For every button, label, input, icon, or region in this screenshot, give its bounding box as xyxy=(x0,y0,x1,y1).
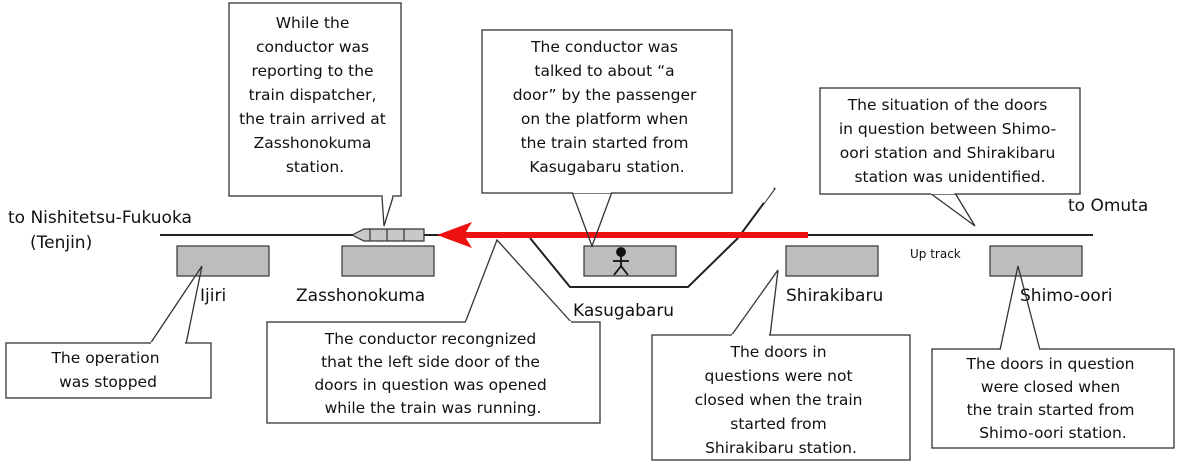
callout-text-line: that the left side door of the xyxy=(321,353,540,371)
callout-text-line: Shirakibaru station. xyxy=(705,439,857,457)
callout-talked-pointer xyxy=(571,191,613,248)
callout-text-line: Kasugabaru station. xyxy=(529,158,684,176)
svg-text:The doors in question we: The doors in question were closed when t… xyxy=(966,355,1140,442)
station-zasshonokuma: Zasshonokuma xyxy=(296,286,425,306)
station-kasugabaru: Kasugabaru xyxy=(573,301,674,321)
callout-text-line: in question between Shimo- xyxy=(839,120,1056,138)
callout-text-line: the train started from xyxy=(967,401,1135,419)
callout-text-line: doors in question was opened xyxy=(314,376,546,394)
callout-text-line: The doors in xyxy=(729,343,826,361)
svg-text:The conductor was talked: The conductor was talked to about “a doo… xyxy=(513,38,702,176)
platform-shirakibaru xyxy=(785,245,879,277)
svg-text:The doors in questions w: The doors in questions were not closed w… xyxy=(695,343,868,457)
station-shimo-oori: Shimo-oori xyxy=(1020,286,1113,306)
to-fukuoka-sub-label: (Tenjin) xyxy=(30,233,92,253)
callout-talked: The conductor was talked to about “a doo… xyxy=(481,29,733,248)
callout-stopped: The operation was stopped xyxy=(5,265,212,399)
callout-text-line: conductor was xyxy=(256,38,369,56)
callout-text-line: While the xyxy=(276,14,350,32)
callout-text-line: oori station and Shirakibaru xyxy=(840,144,1056,162)
callout-text-line: The situation of the doors xyxy=(847,96,1048,114)
callout-not-closed: The doors in questions were not closed w… xyxy=(651,269,911,461)
callout-not-closed-pointer xyxy=(730,269,779,337)
callout-text-line: were closed when xyxy=(981,378,1120,396)
up-track-label: Up track xyxy=(910,247,961,261)
callout-text-line: started from xyxy=(730,415,826,433)
platform-kasugabaru xyxy=(583,245,677,277)
route-arrow-head xyxy=(437,222,472,248)
station-shirakibaru: Shirakibaru xyxy=(786,286,883,306)
callout-recognized: The conductor recongnized that the left … xyxy=(266,238,601,424)
passenger-icon xyxy=(613,247,629,276)
callout-text-line: questions were not xyxy=(705,367,853,385)
callout-stopped-pointer xyxy=(149,265,203,345)
svg-text:The operation was stoppe: The operation was stopped xyxy=(50,349,164,391)
callout-text-line: on the platform when xyxy=(521,110,688,128)
to-omuta-label: to Omuta xyxy=(1068,196,1148,216)
callout-text-line: station. xyxy=(286,158,344,176)
callout-text-line: was stopped xyxy=(59,373,157,391)
callout-text-line: door” by the passenger xyxy=(513,86,697,104)
callout-text-line: while the train was running. xyxy=(325,399,542,417)
callout-text-line: talked to about “a xyxy=(534,62,674,80)
svg-text:The situation of the doors: The situation of the doors in question b… xyxy=(839,96,1061,186)
callout-text-line: The conductor was xyxy=(530,38,678,56)
platform-zasshonokuma xyxy=(341,245,435,277)
platform-shimo-oori xyxy=(989,245,1083,277)
train-icon xyxy=(350,228,425,242)
callout-situation-pointer xyxy=(929,192,976,227)
callout-text-line: train dispatcher, xyxy=(249,86,377,104)
callout-text-line: station was unidentified. xyxy=(854,168,1045,186)
callout-closed: The doors in question were closed when t… xyxy=(931,265,1175,449)
svg-text:The conductor recongnized: The conductor recongnized that the left … xyxy=(314,330,551,417)
callout-text-line: The doors in question xyxy=(966,355,1135,373)
branch-track-gap xyxy=(761,187,775,203)
callout-text-line: Zasshonokuma xyxy=(254,134,372,152)
callout-closed-pointer xyxy=(999,265,1041,351)
callout-reporting: While the conductor was reporting to the… xyxy=(228,2,402,227)
callout-text-line: closed when the train xyxy=(695,391,863,409)
platform-ijiri xyxy=(176,245,270,277)
callout-text-line: the train started from xyxy=(521,134,689,152)
callout-situation: The situation of the doors in question b… xyxy=(819,87,1081,227)
callout-text-line: reporting to the xyxy=(251,62,373,80)
to-fukuoka-label: to Nishitetsu-Fukuoka xyxy=(8,208,192,228)
station-ijiri: Ijiri xyxy=(200,286,226,306)
svg-text:While the conductor was: While the conductor was reporting to the… xyxy=(239,14,391,176)
callout-text-line: The operation xyxy=(50,349,159,367)
callout-text-line: The conductor recongnized xyxy=(324,330,537,348)
callout-recognized-pointer xyxy=(464,238,573,324)
kasugabaru-elevated-track xyxy=(529,237,739,288)
callout-reporting-pointer xyxy=(381,196,394,227)
callout-text-line: the train arrived at xyxy=(239,110,386,128)
callout-text-line: Shimo-oori station. xyxy=(979,424,1127,442)
